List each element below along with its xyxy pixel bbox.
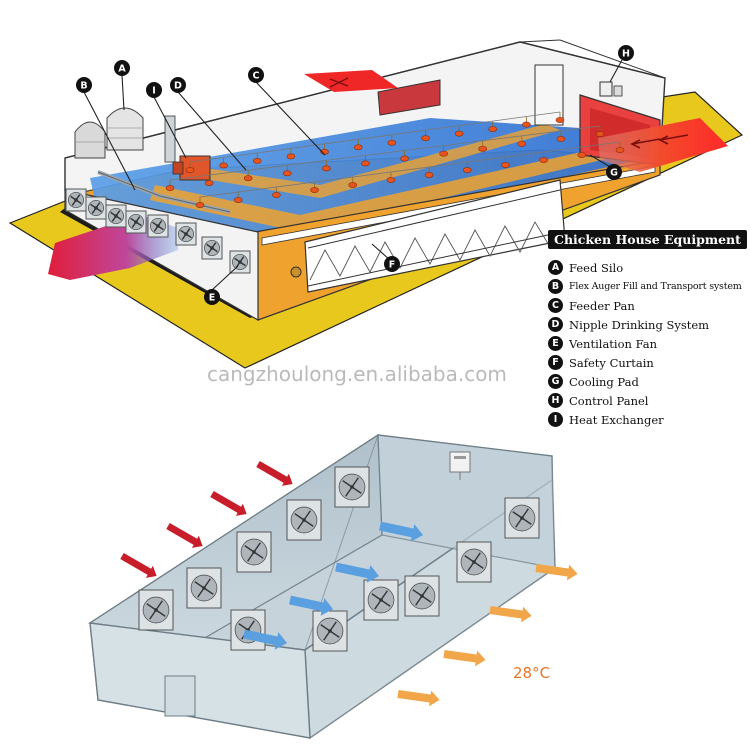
feed-silo-icon bbox=[75, 108, 143, 158]
legend-item: BFlex Auger Fill and Transport system bbox=[548, 277, 738, 296]
legend-key: C bbox=[548, 298, 563, 313]
svg-text:G: G bbox=[610, 168, 618, 179]
fan-icon bbox=[335, 467, 369, 507]
callout-f: F bbox=[384, 256, 400, 272]
legend-list: A Feed SiloBFlex Auger Fill and Transport… bbox=[548, 258, 738, 429]
legend-label: Heat Exchanger bbox=[569, 413, 664, 427]
legend-label: Control Panel bbox=[569, 394, 648, 408]
fan-icon bbox=[505, 498, 539, 538]
svg-text:F: F bbox=[389, 260, 396, 271]
legend-item: I Heat Exchanger bbox=[548, 410, 738, 429]
fan-icon bbox=[287, 500, 321, 540]
temperature-label: 28°C bbox=[513, 664, 550, 682]
intake-arrow-icon bbox=[255, 458, 297, 490]
svg-text:E: E bbox=[209, 293, 216, 304]
end-door bbox=[165, 676, 195, 716]
fan-icon bbox=[230, 251, 250, 273]
svg-text:B: B bbox=[80, 81, 87, 92]
warm-air-arrow-icon bbox=[443, 646, 487, 668]
fan-icon bbox=[66, 189, 86, 211]
legend-key: E bbox=[548, 336, 563, 351]
legend-item: D Nipple Drinking System bbox=[548, 315, 738, 334]
curtain-winch-icon bbox=[291, 267, 301, 277]
legend-item: G Cooling Pad bbox=[548, 372, 738, 391]
fan-icon bbox=[86, 197, 106, 219]
legend-key: I bbox=[548, 412, 563, 427]
legend-label: Nipple Drinking System bbox=[569, 318, 709, 332]
intake-arrow-icon bbox=[165, 520, 207, 552]
fan-icon bbox=[457, 542, 491, 582]
legend-key: G bbox=[548, 374, 563, 389]
fan-icon bbox=[148, 215, 168, 237]
intake-arrow-icon bbox=[209, 488, 251, 520]
fan-icon bbox=[176, 223, 196, 245]
svg-text:C: C bbox=[253, 71, 260, 82]
legend-label: Ventilation Fan bbox=[569, 337, 657, 351]
svg-text:D: D bbox=[174, 81, 182, 92]
roof-inlet-arrow bbox=[304, 70, 398, 92]
legend-item: E Ventilation Fan bbox=[548, 334, 738, 353]
fan-icon bbox=[237, 532, 271, 572]
fan-icon bbox=[364, 580, 398, 620]
callout-a: A bbox=[114, 60, 130, 76]
legend-item: C Feeder Pan bbox=[548, 296, 738, 315]
fan-icon bbox=[126, 211, 146, 233]
legend-key: H bbox=[548, 393, 563, 408]
callout-g: G bbox=[606, 164, 622, 180]
fan-icon bbox=[106, 205, 126, 227]
legend-item: F Safety Curtain bbox=[548, 353, 738, 372]
legend-label: Feeder Pan bbox=[569, 299, 635, 313]
svg-text:A: A bbox=[118, 64, 126, 75]
fan-icon bbox=[187, 568, 221, 608]
legend-title: Chicken House Equipment bbox=[548, 230, 747, 249]
fan-icon bbox=[139, 590, 173, 630]
watermark: cangzhoulong.en.alibaba.com bbox=[207, 362, 507, 386]
fan-icon bbox=[405, 576, 439, 616]
legend-item: A Feed Silo bbox=[548, 258, 738, 277]
svg-text:I: I bbox=[152, 86, 156, 97]
callout-e: E bbox=[204, 289, 220, 305]
legend-key: D bbox=[548, 317, 563, 332]
fan-icon bbox=[202, 237, 222, 259]
callout-i: I bbox=[146, 82, 162, 98]
legend-label: Flex Auger Fill and Transport system bbox=[569, 281, 742, 292]
warm-air-arrow-icon bbox=[397, 686, 441, 708]
end-door bbox=[535, 65, 563, 125]
legend-key: A bbox=[548, 260, 563, 275]
tunnel-ventilation-house bbox=[90, 435, 579, 738]
legend-label: Safety Curtain bbox=[569, 356, 654, 370]
callout-d: D bbox=[170, 77, 186, 93]
legend-item: H Control Panel bbox=[548, 391, 738, 410]
legend-label: Feed Silo bbox=[569, 261, 623, 275]
legend-key: F bbox=[548, 355, 563, 370]
fan-icon bbox=[313, 611, 347, 651]
callout-c: C bbox=[248, 67, 264, 83]
legend-key: B bbox=[548, 279, 563, 294]
svg-text:H: H bbox=[622, 49, 630, 60]
intake-arrow-icon bbox=[119, 550, 161, 582]
fan-icon bbox=[231, 610, 265, 650]
legend-label: Cooling Pad bbox=[569, 375, 639, 389]
callout-h: H bbox=[618, 45, 634, 61]
callout-b: B bbox=[76, 77, 92, 93]
